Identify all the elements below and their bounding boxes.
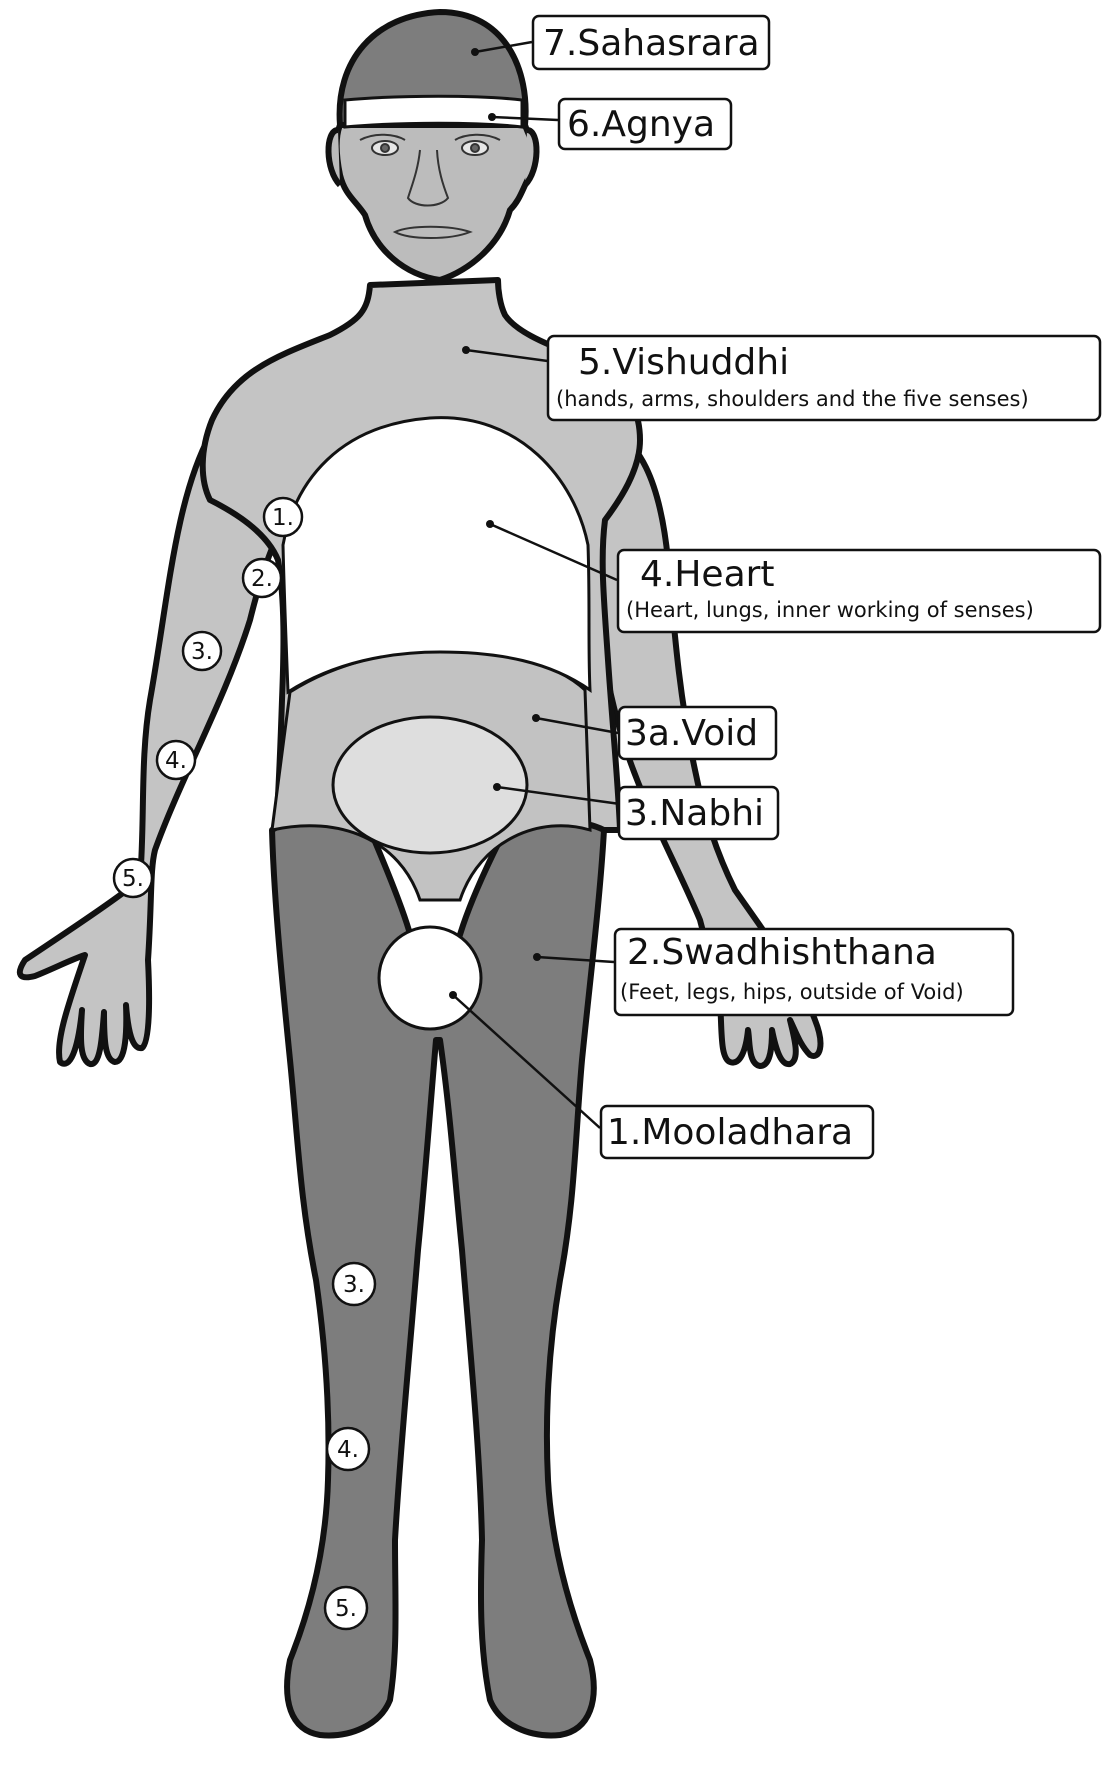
ear-right [525, 130, 537, 185]
svg-text:1.Mooladhara: 1.Mooladhara [607, 1112, 853, 1153]
svg-text:1.: 1. [272, 505, 294, 531]
svg-text:2.: 2. [251, 566, 273, 592]
svg-text:(hands, arms, shoulders and th: (hands, arms, shoulders and the five sen… [556, 387, 1029, 411]
svg-text:5.Vishuddhi: 5.Vishuddhi [578, 342, 789, 383]
label-agnya: 6.Agnya [559, 99, 731, 149]
mooladhara-region [379, 927, 481, 1029]
leg-marker-3: 3. [333, 1263, 375, 1305]
svg-text:4.Heart: 4.Heart [640, 554, 775, 595]
svg-text:3.: 3. [191, 639, 213, 665]
svg-text:4.: 4. [337, 1437, 359, 1463]
svg-text:(Feet, legs, hips, outside of: (Feet, legs, hips, outside of Void) [620, 980, 964, 1004]
arm-marker-1: 1. [264, 498, 302, 536]
label-void: 3a.Void [619, 707, 776, 759]
svg-text:4.: 4. [165, 748, 187, 774]
arm-marker-4: 4. [157, 741, 195, 779]
svg-text:7.Sahasrara: 7.Sahasrara [543, 23, 760, 64]
leg-marker-4: 4. [327, 1428, 369, 1470]
svg-text:3.Nabhi: 3.Nabhi [625, 793, 764, 834]
agnya-band [345, 96, 522, 127]
label-heart: 4.Heart (Heart, lungs, inner working of … [618, 550, 1100, 632]
ear-left [328, 130, 340, 185]
svg-text:(Heart, lungs, inner working o: (Heart, lungs, inner working of senses) [626, 598, 1034, 622]
arm-marker-3: 3. [183, 632, 221, 670]
label-nabhi: 3.Nabhi [619, 787, 778, 839]
svg-text:6.Agnya: 6.Agnya [567, 104, 715, 145]
svg-text:3a.Void: 3a.Void [625, 713, 758, 754]
arm-marker-5: 5. [114, 859, 152, 897]
svg-text:5.: 5. [122, 866, 144, 892]
label-mooladhara: 1.Mooladhara [601, 1106, 873, 1158]
arm-marker-2: 2. [243, 559, 281, 597]
leg-marker-5: 5. [325, 1587, 367, 1629]
label-sahasrara: 7.Sahasrara [533, 16, 769, 69]
label-vishuddhi: 5.Vishuddhi (hands, arms, shoulders and … [548, 336, 1100, 420]
svg-text:5.: 5. [335, 1596, 357, 1622]
label-swadhishthana: 2.Swadhishthana (Feet, legs, hips, outsi… [615, 929, 1013, 1015]
svg-text:3.: 3. [343, 1272, 365, 1298]
svg-text:2.Swadhishthana: 2.Swadhishthana [627, 932, 937, 973]
heart-region [283, 418, 590, 692]
face [337, 125, 535, 280]
